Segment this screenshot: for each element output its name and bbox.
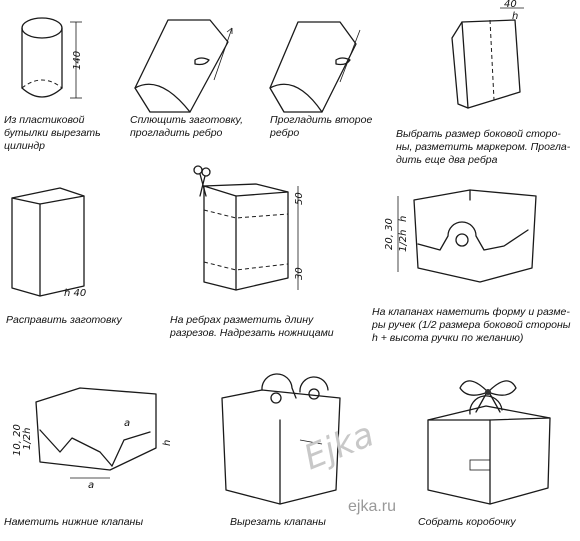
dimension-a-bottom: a	[88, 480, 94, 491]
handle-marks-illustration: 20, 30 h 1/2h	[384, 189, 537, 283]
assembled-box-illustration	[427, 380, 551, 505]
cut-flaps-illustration	[221, 373, 341, 505]
dimension-20-30: 20, 30	[384, 218, 395, 250]
dimension-40: 40	[504, 0, 517, 10]
dimension-h-right: h	[162, 440, 173, 446]
marked-prism-illustration: 40 h	[451, 0, 524, 109]
dimension-30: 30	[294, 267, 305, 280]
caption-step-7: На клапанах наметить форму и разме- ры р…	[372, 306, 571, 344]
dimension-140: 140	[72, 51, 83, 70]
caption-step-10: Собрать коробочку	[418, 516, 516, 528]
dimension-half-h: 1/2h	[398, 230, 409, 252]
flattened-blank-illustration	[134, 19, 233, 113]
dimension-h40: h 40	[64, 288, 86, 299]
dimension-half-h-2: 1/2h	[22, 428, 33, 450]
caption-step-4: Выбрать размер боковой сторо- ны, размет…	[396, 128, 571, 166]
caption-step-2: Сплющить заготовку, прогладить ребро	[130, 114, 244, 139]
dimension-a-side: a	[124, 418, 130, 429]
cut-marks-illustration: 50 30	[193, 165, 305, 291]
caption-step-1: Из пластиковой бутылки вырезать цилиндр	[4, 114, 101, 152]
watermark-site: ejka.ru	[348, 498, 397, 515]
watermark: Ejka	[298, 414, 379, 478]
straightened-blank-illustration: h 40	[11, 187, 86, 299]
dimension-50: 50	[294, 192, 305, 205]
caption-step-5: Расправить заготовку	[6, 314, 122, 326]
dimension-10-20: 10, 20	[12, 424, 23, 456]
dimension-h-side: h	[398, 216, 409, 222]
caption-step-6: На ребрах разметить длину разрезов. Надр…	[170, 314, 334, 339]
bow-icon	[459, 380, 517, 413]
watermark-script: Ejka	[298, 414, 379, 478]
caption-step-8: Наметить нижние клапаны	[4, 516, 144, 528]
bottom-flaps-illustration: a a 10, 20 1/2h h	[12, 387, 173, 491]
scissors-icon	[193, 165, 211, 197]
cylinder-illustration: 140	[21, 17, 83, 99]
caption-step-9: Вырезать клапаны	[230, 516, 326, 528]
caption-step-3: Прогладить второе ребро	[270, 114, 373, 139]
dimension-h-top: h	[512, 11, 518, 22]
second-edge-illustration	[269, 21, 361, 113]
